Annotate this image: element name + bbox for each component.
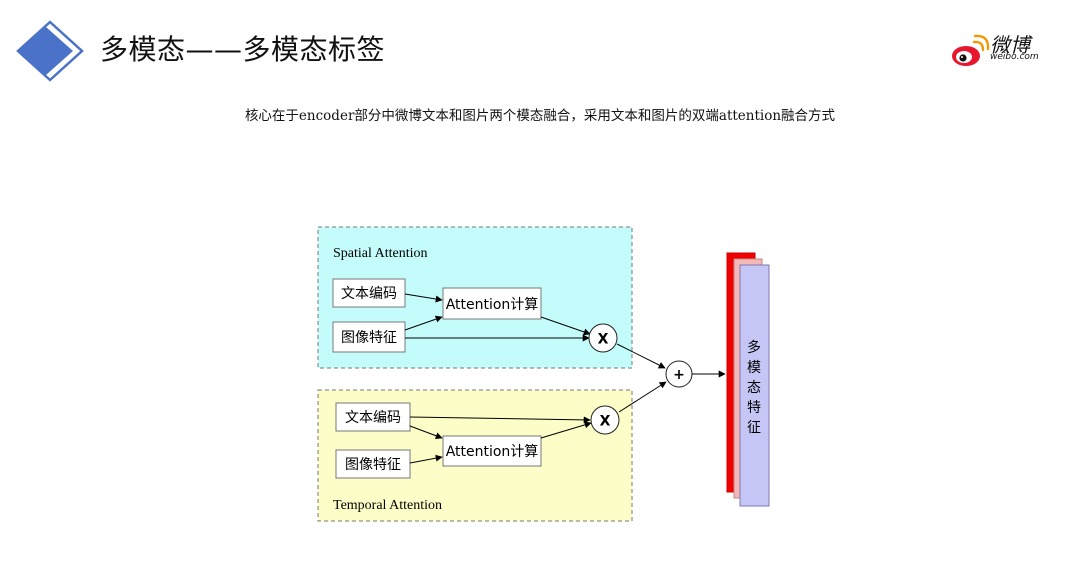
spatial-image-feature-label: 图像特征: [341, 330, 397, 346]
output-char: 多: [747, 339, 761, 356]
temporal-image-feature-label: 图像特征: [345, 457, 401, 473]
spatial-multiply-node: [588, 323, 618, 353]
arrow: [409, 416, 591, 424]
spatial-image-feature-box: [332, 321, 406, 353]
page-title: 多模态——多模态标签: [100, 33, 386, 66]
weibo-brand: 微博 weibo.com: [950, 32, 1050, 72]
diamond-logo-icon: [16, 20, 84, 82]
arrow: [404, 293, 443, 303]
arrow: [409, 454, 443, 464]
temporal-attention-box: [442, 435, 542, 467]
brand-subtitle: weibo.com: [990, 52, 1039, 62]
output-char: 模: [747, 360, 761, 376]
temporal-image-feature-box: [335, 449, 411, 479]
plus-symbol: +: [673, 367, 685, 383]
arrow: [540, 316, 591, 336]
arrow: [404, 315, 443, 331]
temporal-attention-label: Temporal Attention: [333, 498, 442, 513]
spatial-attention-calc-label: Attention计算: [446, 297, 539, 313]
output-char: 特: [747, 400, 761, 416]
output-stack-lavender: [739, 264, 770, 507]
arrow: [618, 381, 667, 413]
subtitle: 核心在于encoder部分中微博文本和图片两个模态融合，采用文本和图片的双端at…: [244, 108, 836, 124]
temporal-multiply-node: [590, 405, 620, 435]
temporal-attention-calc-label: Attention计算: [446, 444, 539, 460]
spatial-text-encoding-box: [332, 278, 406, 308]
spatial-text-encoding-label: 文本编码: [341, 286, 397, 302]
arrow: [616, 343, 666, 369]
weibo-eye-icon: [952, 34, 990, 66]
arrow: [409, 425, 443, 440]
output-char: 征: [747, 420, 761, 436]
arrow: [540, 421, 592, 439]
brand-name: 微博: [990, 33, 1030, 57]
spatial-attention-box: [442, 287, 542, 320]
output-char: 态: [747, 380, 761, 396]
spatial-attention-label: Spatial Attention: [333, 246, 428, 261]
temporal-text-encoding-label: 文本编码: [345, 410, 401, 426]
temporal-multiply-symbol: X: [600, 414, 611, 430]
spatial-multiply-symbol: X: [598, 332, 609, 348]
